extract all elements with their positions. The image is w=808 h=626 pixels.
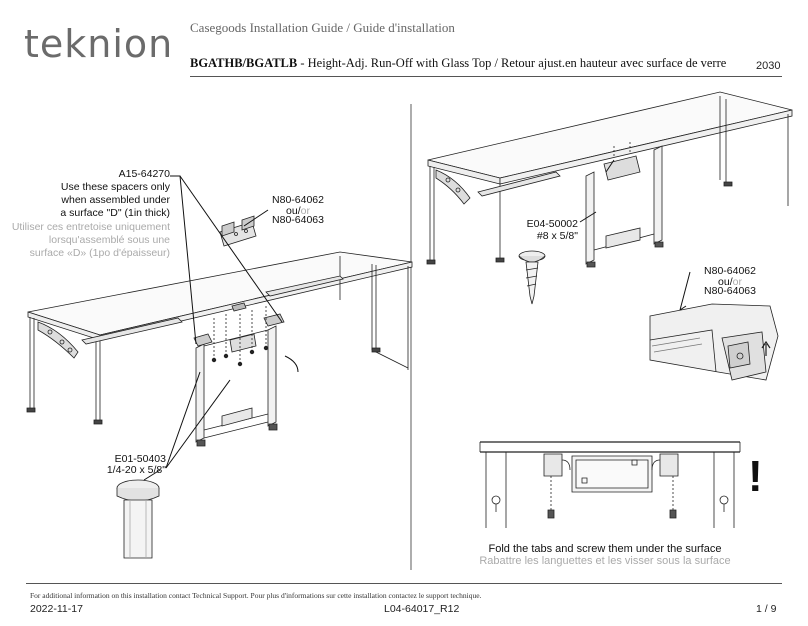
right-bracket-part-number-2: N80-64063 [704, 285, 756, 297]
instruction-en: Fold the tabs and screw them under the s… [488, 543, 722, 555]
footer-support-note: For additional information on this insta… [30, 591, 482, 600]
bracket-or: ou/or [258, 205, 338, 218]
right-bracket-part-number-1: N80-64062 [704, 265, 756, 277]
right-desk-drawing [427, 92, 792, 264]
footer-divider [26, 583, 782, 584]
right-bracket-closeup [650, 304, 778, 380]
left-desk-drawing [27, 252, 412, 424]
right-front-elevation [480, 442, 740, 528]
spacer-note-fr-1: Utiliser ces entretoise uniquement [11, 221, 170, 233]
screw-size: #8 x 5/8" [536, 230, 578, 242]
spacer-note-en-3: a surface "D" (1in thick) [60, 207, 170, 219]
spacer-part-number: A15-64270 [118, 168, 170, 180]
spacer-note-en-2: when assembled under [61, 194, 170, 206]
right-bracket-or-en: ou/ [718, 276, 733, 288]
footer-date: 2022-11-17 [30, 603, 83, 615]
left-bolt-illustration [117, 480, 159, 558]
right-bracket-or: ou/or [690, 276, 770, 289]
header-divider [190, 76, 782, 77]
spacer-note-fr-2: lorsqu'assemblé sous une [48, 234, 170, 246]
bracket-or-fr: or [300, 205, 310, 217]
document-title: BGATHB/BGATLB - Height-Adj. Run-Off with… [190, 56, 726, 71]
page-code: 2030 [756, 60, 781, 72]
document-type: Casegoods Installation Guide / Guide d'i… [190, 20, 455, 35]
warning-icon: ! [748, 452, 763, 501]
bracket-or-en: ou/ [286, 205, 301, 217]
spacer-note-fr-3: surface «D» (1po d'épaisseur) [29, 247, 170, 259]
instruction-fr: Rabattre les languettes et les visser so… [479, 555, 731, 567]
bolt-size: 1/4-20 x 5/8" [106, 464, 166, 476]
footer-doc-number: L04-64017_R12 [384, 603, 460, 615]
spacer-note-en-1: Use these spacers only [60, 181, 170, 193]
product-code: BGATHB/BGATLB [190, 56, 298, 70]
screw-part-number: E04-50002 [526, 218, 578, 230]
bracket-part-number-1: N80-64062 [272, 194, 324, 206]
right-screw-illustration [519, 251, 545, 304]
bracket-part-number-2: N80-64063 [272, 214, 324, 226]
right-bracket-or-fr: or [732, 276, 742, 288]
footer-page-number: 1 / 9 [756, 603, 777, 615]
left-leg-frame [194, 303, 284, 446]
title-description: - Height-Adj. Run-Off with Glass Top / R… [297, 56, 727, 70]
bolt-part-number: E01-50403 [114, 453, 166, 465]
teknion-logo: teknion [24, 22, 174, 66]
